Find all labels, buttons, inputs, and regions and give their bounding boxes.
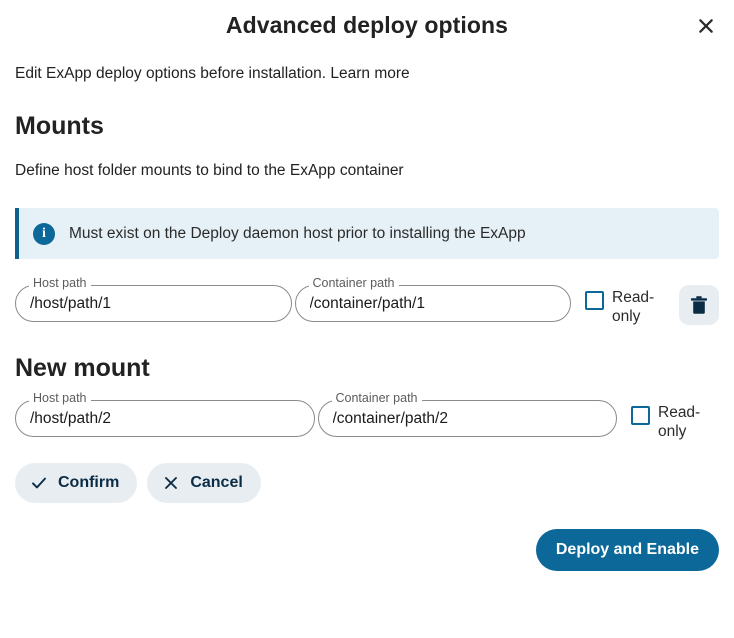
new-host-path-box[interactable] xyxy=(15,400,315,438)
cancel-button[interactable]: Cancel xyxy=(147,463,261,504)
confirm-button-label: Confirm xyxy=(58,474,120,492)
host-path-field: Host path xyxy=(15,277,292,323)
page-title: Advanced deploy options xyxy=(225,11,509,38)
mounts-heading: Mounts xyxy=(15,111,104,140)
checkbox-box-icon[interactable] xyxy=(585,291,604,311)
intro-text: Edit ExApp deploy options before install… xyxy=(15,64,719,85)
delete-mount-button[interactable] xyxy=(679,285,719,326)
learn-more-link[interactable]: Learn more xyxy=(330,65,410,82)
checkbox-box-icon[interactable] xyxy=(631,406,650,426)
readonly-checkbox[interactable]: Read-only xyxy=(585,285,673,326)
readonly-checkbox-label: Read-only xyxy=(612,289,655,326)
container-path-input[interactable] xyxy=(309,294,556,313)
check-icon xyxy=(30,474,48,492)
new-container-path-box[interactable] xyxy=(317,400,617,438)
info-banner-text: Must exist on the Deploy daemon host pri… xyxy=(69,224,526,242)
mounts-subtitle: Define host folder mounts to bind to the… xyxy=(15,162,404,180)
intro-text-label: Edit ExApp deploy options before install… xyxy=(15,65,331,82)
new-readonly-checkbox[interactable]: Read-only xyxy=(631,400,719,441)
new-container-path-label: Container path xyxy=(331,392,422,405)
close-icon xyxy=(697,17,715,35)
new-container-path-field: Container path xyxy=(317,392,617,438)
close-button[interactable] xyxy=(686,6,726,46)
cancel-button-label: Cancel xyxy=(190,474,243,492)
new-host-path-input[interactable] xyxy=(30,409,300,428)
new-mount-actions: Confirm Cancel xyxy=(15,463,719,504)
mount-row: Host path Container path Read-only xyxy=(15,277,719,326)
container-path-label: Container path xyxy=(308,277,399,290)
dialog-header: Advanced deploy options xyxy=(0,0,734,50)
new-readonly-checkbox-label: Read-only xyxy=(658,404,701,440)
new-mount-heading: New mount xyxy=(15,353,150,382)
deploy-and-enable-button[interactable]: Deploy and Enable xyxy=(535,529,719,572)
host-path-label: Host path xyxy=(29,277,91,290)
new-container-path-input[interactable] xyxy=(332,409,602,428)
dialog-body: Edit ExApp deploy options before install… xyxy=(0,64,734,504)
container-path-field: Container path xyxy=(294,277,571,323)
trash-icon xyxy=(690,295,708,315)
info-icon: i xyxy=(33,222,55,245)
info-banner: i Must exist on the Deploy daemon host p… xyxy=(15,208,719,260)
dialog-footer: Deploy and Enable xyxy=(0,529,734,572)
host-path-box[interactable] xyxy=(15,285,292,323)
new-host-path-label: Host path xyxy=(29,392,91,405)
container-path-box[interactable] xyxy=(294,285,571,323)
host-path-input[interactable] xyxy=(30,294,277,313)
new-host-path-field: Host path xyxy=(15,392,315,438)
new-mount-row: Host path Container path Read-only xyxy=(15,392,719,441)
close-icon xyxy=(162,474,180,492)
confirm-button[interactable]: Confirm xyxy=(15,463,138,504)
